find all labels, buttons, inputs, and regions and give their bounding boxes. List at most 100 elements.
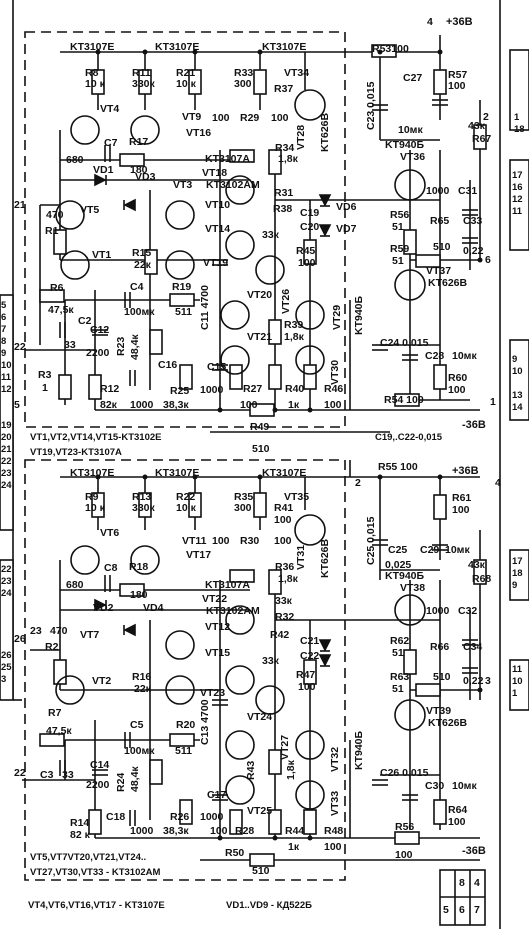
resistor-value: 1,8к [285,760,297,780]
transistor-label: VT10 [205,199,231,211]
value-label: 510 [433,241,451,253]
resistor-value: 10 к [176,78,196,90]
note-capacitors: C19,.C22-0,015 [375,432,443,443]
connector-pin: 8 [459,877,465,889]
resistor-label: R24 [115,772,127,792]
transistor-label: VT15 [205,647,231,659]
note-diodes: VD1..VD9 - КД522Б [226,900,312,911]
value-label: 1000 [426,605,450,617]
resistor-label: R67 [472,133,492,145]
capacitor-label: C26 0,015 [380,767,429,779]
resistor-value: 300 [234,78,252,90]
resistor-label: R12 [100,383,120,395]
diode-label: VD1 [93,164,114,176]
type-label: KT3107A [205,579,250,591]
type-label: KT940Б [353,730,365,770]
capacitor-label: C13 4700 [199,699,211,745]
resistor-label: R39 [284,319,304,331]
type-label: KT3107E [70,41,115,53]
resistor-label: R16 [132,671,152,683]
resistor-value: 1 [42,382,48,394]
resistor-value: 51 [392,647,404,659]
resistor-value: 1к [288,399,300,411]
value-label: 680 [66,579,84,591]
diode-label: VD3 [135,171,156,183]
resistor-value: 43к [468,120,485,132]
resistor-label: R37 [274,83,294,95]
resistor-label: R64 [448,804,468,816]
resistor-value: 100 [298,257,316,269]
resistor-label: R13 [132,491,152,503]
transistor-label: VT23 [200,687,226,699]
edge-pin: 19 [1,420,12,431]
capacitor-label: C14 [90,759,110,771]
type-label: KT940Б [385,570,425,582]
transistor-label: VT36 [400,151,426,163]
resistor-value: 47,5к [46,725,72,737]
type-label: KT940Б [353,295,365,335]
resistor-label: R33 [234,67,254,79]
edge-pin: 5 [1,300,7,311]
pin-number: 22 [14,767,26,779]
pin-number: 5 [14,399,20,411]
resistor-value: 100 [274,535,292,547]
resistor-label: R14 [70,817,90,829]
resistor-label: R60 [448,372,468,384]
edge-pin: 10 [512,676,523,687]
capacitor-label: C20 [300,221,320,233]
transistor-label: VT4 [100,103,120,115]
capacitor-value: 33 [62,769,74,781]
capacitor-label: C15 [207,361,227,373]
capacitor-label: C8 [104,562,118,574]
connector-pin: 7 [474,904,480,916]
capacitor-label: C21 [300,635,320,647]
resistor-label: R42 [270,629,290,641]
capacitor-label: C31 [458,185,478,197]
transistor-label: VT37 [426,265,452,277]
transistor-label: VT2 [92,675,112,687]
resistor-label: R56 [390,209,410,221]
resistor-label: R62 [390,635,410,647]
resistor-label: R48 [324,825,344,837]
resistor-value: 10 к [85,502,105,514]
edge-pin: 16 [512,182,523,193]
resistor-label: R61 [452,492,472,504]
transistor-label: VT11 [182,535,207,547]
resistor-label: R7 [48,707,62,719]
resistor-label: R30 [240,535,260,547]
type-label: KT3102AM [206,605,260,617]
resistor-value: 1,8к [278,153,298,165]
resistor-label: R44 [285,825,305,837]
capacitor-value: 33 [64,339,76,351]
type-label: KT3107A [205,153,250,165]
transistor-label: VT33 [329,790,341,816]
resistor-value: 100 [271,112,289,124]
capacitor-value: 2200 [86,779,110,791]
transistor-label: VT12 [205,621,231,633]
edge-pin: 17 [512,556,523,567]
resistor-label: R57 [448,69,468,81]
transistor-label: VT26 [280,288,292,314]
capacitor-value: 100мк [124,745,155,757]
resistor-value: 100 [212,112,230,124]
value-label: 33к [262,229,279,241]
resistor-label: R8 [85,67,99,79]
capacitor-value: 1000 [130,825,154,837]
resistor-value: 511 [175,745,192,757]
diode-label: VD6 [336,201,357,213]
pin-number: 23 [30,625,42,637]
transistor-label: VT9 [182,111,202,123]
resistor-label: R29 [240,112,260,124]
capacitor-value: 10мк [452,780,477,792]
transistor-label: VT3 [173,179,193,191]
capacitor-value: 2200 [86,347,110,359]
value-label: 33к [262,655,279,667]
capacitor-label: C22 [300,650,320,662]
resistor-value: 100 [452,504,470,516]
edge-pin: 17 [512,170,523,181]
resistor-value: 100 [274,514,292,526]
resistor-value: 100 [210,825,228,837]
edge-pin: 7 [1,324,7,335]
edge-pin: 22 [1,456,12,467]
